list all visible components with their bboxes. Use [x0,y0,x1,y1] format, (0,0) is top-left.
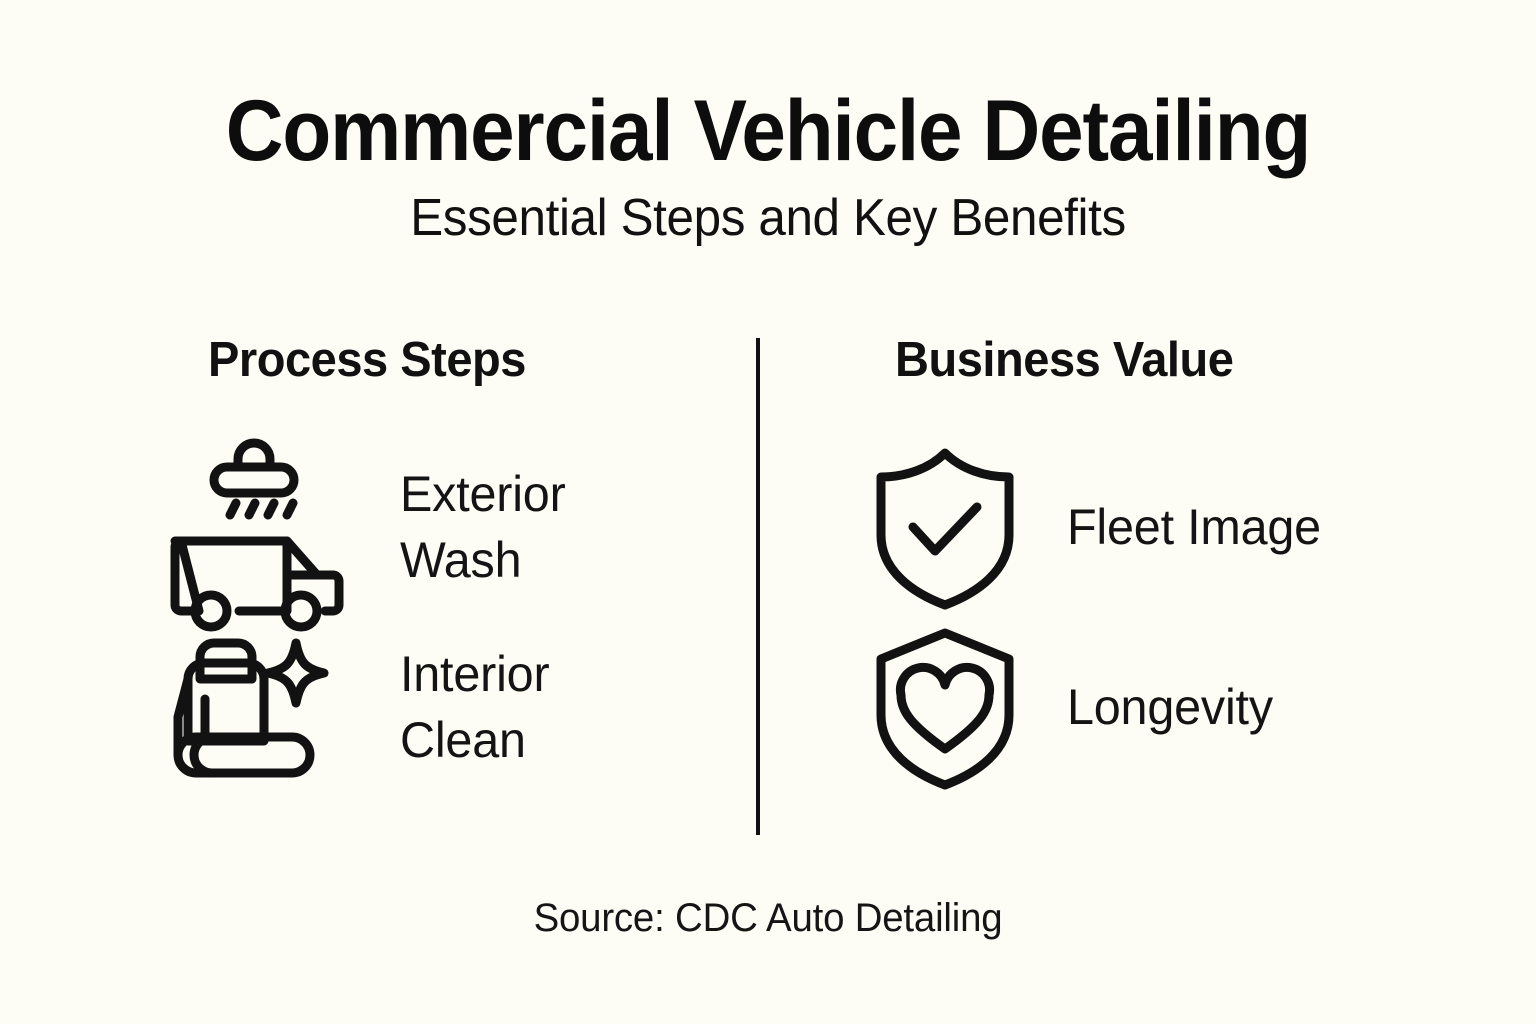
shield-heart-icon [876,628,1014,790]
list-item-interior-clean[interactable]: Interior Clean [160,617,760,797]
truck-wash-icon-slot [160,437,350,632]
list-item-label-longevity: Longevity [1067,679,1273,735]
list-item-longevity[interactable]: Longevity [845,617,1445,797]
list-item-label-interior-clean: Interior Clean [400,646,550,768]
business-value-list: Fleet Image Longevity [845,437,1445,797]
page-title: Commercial Vehicle Detailing [225,83,1312,179]
shield-check-icon [876,448,1014,610]
process-steps-list: Exterior Wash [160,437,760,797]
page-subtitle: Essential Steps and Key Benefits [410,189,1126,247]
column-heading-business-value: Business Value [895,333,1234,387]
list-item-fleet-image[interactable]: Fleet Image [845,437,1445,617]
header: Commercial Vehicle Detailing Essential S… [0,88,1536,244]
car-seat-sparkle-icon [173,638,329,778]
column-divider [756,338,760,835]
shield-check-icon-slot [845,437,1045,617]
list-item-label-exterior-wash: Exterior Wash [400,466,566,588]
car-seat-sparkle-icon-slot [160,617,350,797]
list-item-exterior-wash[interactable]: Exterior Wash [160,437,760,632]
shield-heart-icon-slot [845,617,1045,797]
list-item-label-fleet-image: Fleet Image [1067,499,1321,555]
column-business-value: Business Value Fleet Image [845,336,1445,797]
truck-wash-icon [170,438,344,632]
source-attribution: Source: CDC Auto Detailing [533,896,1003,940]
columns-region: Process Steps [0,336,1536,836]
column-heading-process-steps: Process Steps [208,333,526,387]
column-process-steps: Process Steps [160,336,760,797]
footer: Source: CDC Auto Detailing [0,898,1536,938]
